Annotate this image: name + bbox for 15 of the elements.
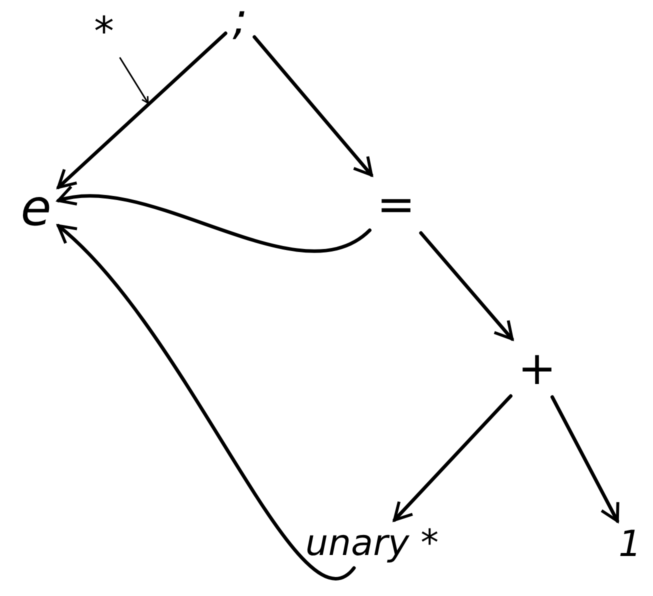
arrow (56, 32, 228, 190)
node-label: e (18, 181, 54, 235)
node-label: ; (230, 0, 250, 44)
node-label: * (91, 10, 117, 54)
arrow (56, 224, 356, 580)
node-label: 1 (616, 525, 644, 565)
node-label: unary * (302, 524, 442, 564)
arrow (419, 231, 514, 341)
arrow (392, 394, 512, 522)
arrow (252, 35, 374, 177)
node-label: = (374, 179, 418, 229)
arrow (550, 395, 620, 523)
leader-line (119, 57, 149, 104)
node-label: + (514, 343, 560, 393)
arrow (56, 187, 372, 252)
